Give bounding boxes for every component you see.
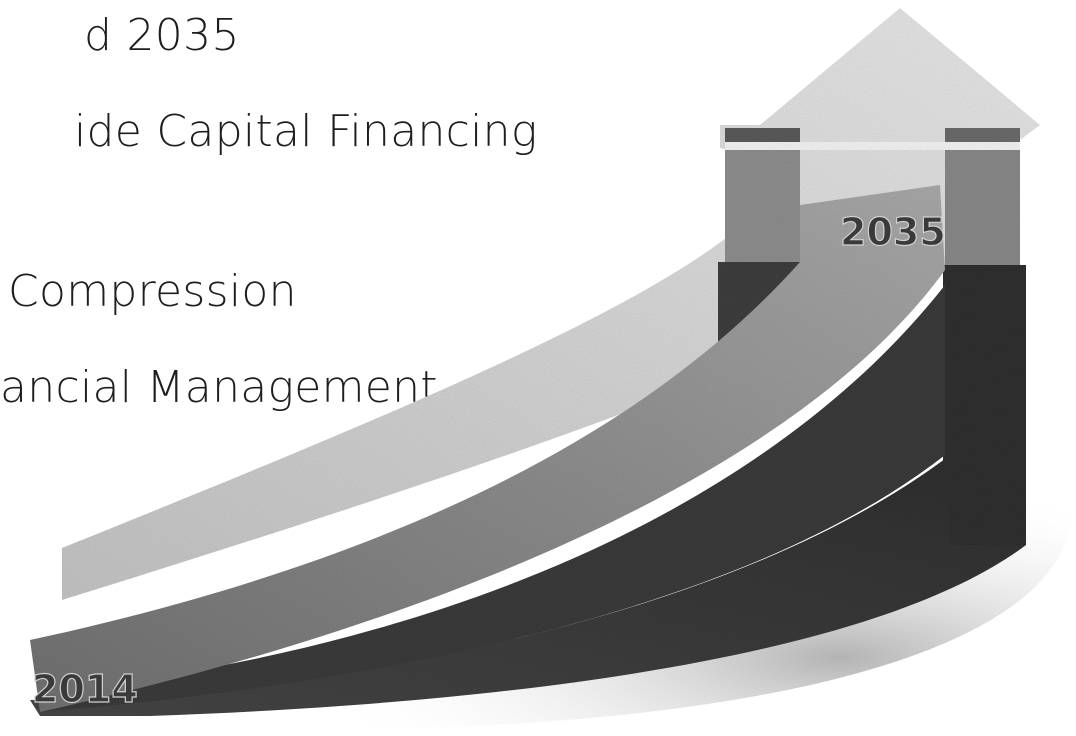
arrow-shadow	[150, 440, 1070, 730]
tower-bar	[725, 142, 1020, 150]
dark-column	[943, 265, 1026, 545]
tower-right	[945, 150, 1020, 265]
bullet-line-4: ancial Management	[0, 362, 438, 413]
bullet-line-2: ide Capital Financing	[74, 106, 538, 157]
bullet-line-1: d 2035	[84, 10, 240, 61]
dark-arrow-face	[40, 285, 945, 712]
bullet-line-3: Compression	[8, 266, 297, 317]
end-year-label: 2035	[840, 210, 946, 254]
tower-left	[725, 150, 800, 262]
mid-arrow-band	[30, 185, 945, 712]
tower-cap-right	[945, 128, 1020, 142]
start-year-label: 2014	[32, 667, 138, 711]
tower-cap-left	[725, 128, 800, 142]
dark-arrow-band	[30, 455, 1026, 716]
